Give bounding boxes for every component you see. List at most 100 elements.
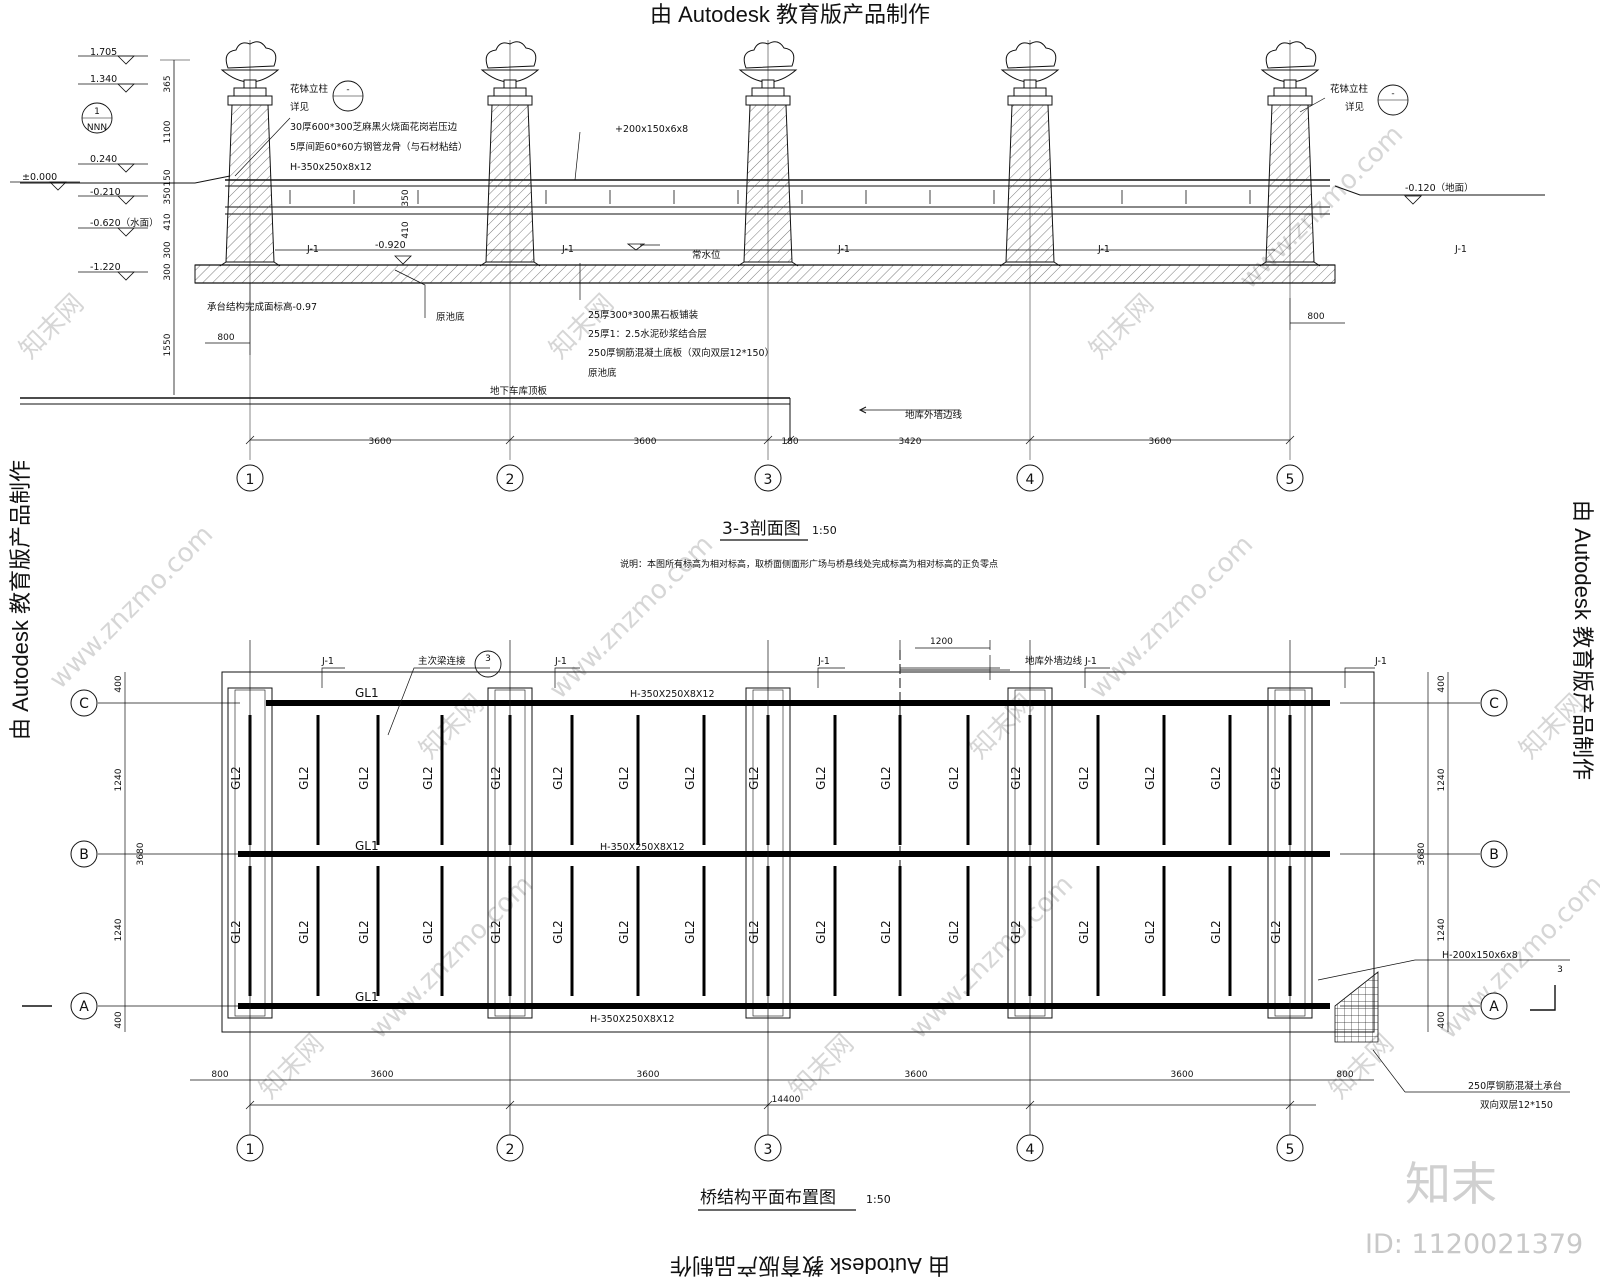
gl2-label-group: GL2 [1143,766,1157,790]
grid-bubble [1480,840,1508,868]
watermark-text: www.znzmo.com [364,870,539,1045]
gl2-label-group: GL2 [617,920,631,944]
dim-tick [785,435,795,445]
gl2-label: GL2 [617,766,631,790]
layer-text: 原池底 [588,367,617,379]
j1-label: J-1 [561,244,574,255]
watermark-text: 知末网 [14,289,90,365]
section-mark: 3 [1557,965,1563,975]
axis-bubble-label: 3 [764,1142,773,1158]
cap-label: 250厚钢筋混凝土承台 [1468,1080,1562,1092]
plan-vdim: 1240 [1437,918,1447,941]
gl2-label: GL2 [1209,766,1223,790]
gl2-label-group: GL2 [683,920,697,944]
section-3-3-text: 1.705 1.340 0.240 ±0.000 -0.210 -0.620（水… [22,47,1474,570]
gl2-label: GL2 [947,920,961,944]
watermark-text: 知末网 [1084,289,1160,365]
gl2-label: GL2 [551,920,565,944]
gl2-label: GL2 [421,766,435,790]
banner-bottom: 由 Autodesk 教育版产品制作 [670,1253,950,1278]
plan-dim-total: 14400 [772,1095,801,1105]
vdim: 1100 [163,120,173,143]
banner-left: 由 Autodesk 教育版产品制作 [8,460,33,740]
cap-note: 承台结构完成面标高-0.97 [207,301,317,313]
vdim: 350 [401,189,411,206]
joint-bubble [474,650,502,678]
gl2-label-group: GL2 [297,766,311,790]
layer-text: 250厚钢筋混凝土底板（双向双层12*150） [588,347,774,359]
level-marker [1404,195,1422,205]
level-marker [394,255,412,265]
dim-text: 800 [217,333,234,343]
gl2-label: GL2 [947,766,961,790]
id-watermark: ID: 1120021379 [1365,1229,1583,1260]
axis-dim: 3420 [899,437,922,447]
side-beam-label: H-200x150x6x8 [1442,950,1518,961]
gl2-label: GL2 [814,766,828,790]
gl2-label-group: GL2 [1209,920,1223,944]
beam-size: H-350X250X8X12 [590,1014,675,1025]
gl2-label: GL2 [1269,766,1283,790]
level-label: 1.705 [90,47,117,58]
grid-bubble [1480,992,1508,1020]
pool-bottom: 原池底 [436,311,465,323]
axis-dim: 3600 [369,437,392,447]
urn-plant [1265,41,1317,69]
pier-base [999,261,1061,267]
gl2-label-group: GL2 [814,920,828,944]
gl2-label-group: GL2 [947,920,961,944]
gl2-label: GL2 [814,920,828,944]
gl2-label: GL2 [683,766,697,790]
plan-dim: 3600 [905,1070,928,1080]
plan-title: 桥结构平面布置图 [700,1188,836,1208]
plan-dim: 800 [211,1070,228,1080]
bridge-plan-text: J-1 J-1 J-1 J-1 J-1 主次梁连接 3 地库外墙边线 1200 … [70,637,1563,1211]
axis-dim: 3600 [634,437,657,447]
gl2-label: GL2 [297,920,311,944]
gl2-label-group: GL2 [1143,920,1157,944]
axis-bubble [1016,1134,1044,1162]
axis-bubble [496,1134,524,1162]
vdim: 300 [163,263,173,280]
vdim: 350 [163,187,173,204]
section-title: 3-3剖面图 [722,519,801,539]
plan-vdim-total: 3680 [1417,842,1427,865]
section-note: 说明：本图所有标高为相对标高，取桥面侧面形广场与桥悬线处完成标高为相对标高的正负… [620,558,998,570]
plan-vdim-total: 3680 [136,842,146,865]
level-label: -0.210 [90,187,121,198]
dim-tick [763,435,773,445]
grid-bubble-label: B [79,847,89,863]
vdim: 410 [163,213,173,230]
gl2-label-group: GL2 [1269,766,1283,790]
j1-label: J-1 [1084,656,1097,667]
level-marker [117,195,135,205]
gl2-label: GL2 [229,920,243,944]
gl2-label-group: GL2 [683,766,697,790]
grid-bubble [70,992,98,1020]
urn-plant [485,41,537,69]
j1-label: J-1 [321,656,334,667]
gl2-label: GL2 [879,766,893,790]
level-label: -0.920 [375,240,406,251]
base-slab [194,264,1336,284]
level-label: -0.120（地面） [1405,182,1474,194]
dim-tick [505,435,515,445]
plan-dim: 3600 [1171,1070,1194,1080]
axis-bubble-label: 4 [1026,1142,1035,1158]
gl2-label-group: GL2 [1077,920,1091,944]
vdim: 1550 [163,333,173,356]
gl2-label: GL2 [229,766,243,790]
axis-bubble [754,1134,782,1162]
plan-scale: 1:50 [866,1193,891,1206]
vdim: 300 [163,241,173,258]
gl2-label-group: GL2 [1009,766,1023,790]
bridge-plan [22,640,1570,1135]
level-marker [117,83,135,93]
grid-bubble-label: A [1489,999,1499,1015]
detail-label: 花钵立柱 [1330,83,1369,95]
detail-label: 花钵立柱 [290,83,329,95]
grid-bubble-label: C [1489,696,1499,712]
dim-text: 800 [1307,312,1324,322]
detail-bubble-number: - [346,85,349,95]
